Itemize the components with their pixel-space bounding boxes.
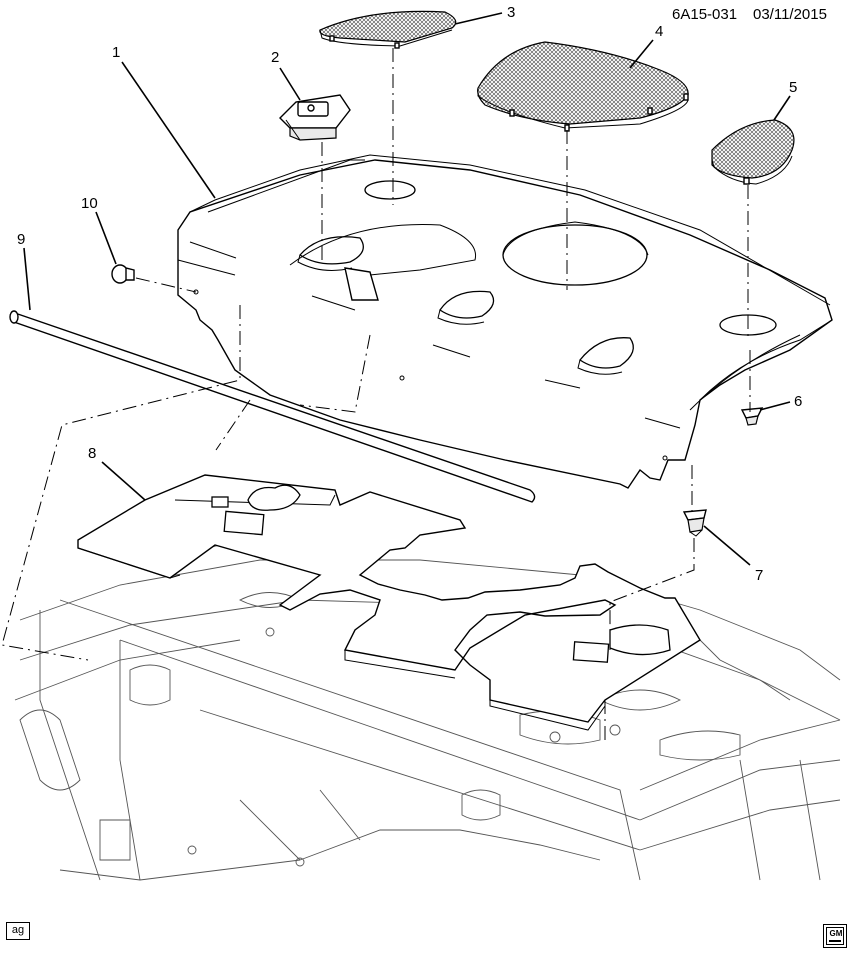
callout-8: 8 <box>88 445 96 462</box>
callout-3: 3 <box>507 4 515 21</box>
callout-7: 7 <box>755 567 763 584</box>
part-10-push-pin <box>111 264 135 284</box>
part-2-module <box>279 94 351 141</box>
part-4-grille <box>477 41 689 132</box>
callout-2: 2 <box>271 49 279 66</box>
callout-9: 9 <box>17 231 25 248</box>
callout-4: 4 <box>655 23 663 40</box>
callout-10: 10 <box>81 195 98 212</box>
vehicle-body-structure <box>14 539 841 881</box>
part-1-rear-shelf <box>177 154 833 489</box>
callout-6: 6 <box>794 393 802 410</box>
part-3-grille <box>319 10 457 49</box>
callout-5: 5 <box>789 79 797 96</box>
assembly-centerlines <box>1 48 751 742</box>
callout-1: 1 <box>112 44 120 61</box>
gm-logo-icon: GM <box>823 924 847 948</box>
leader-lines <box>23 12 791 566</box>
part-5-grille <box>711 119 795 185</box>
gm-logo-text: GM <box>829 929 843 938</box>
part-9-rod <box>9 310 536 503</box>
illustration-code-badge: ag <box>6 922 30 940</box>
part-7-retainer <box>682 509 707 537</box>
diagram-date: 03/11/2015 <box>753 6 827 23</box>
diagram-ref: 6A15-031 <box>672 6 737 23</box>
callout-labels: 1 2 3 4 5 6 7 8 9 10 <box>17 4 802 584</box>
part-6-clip <box>740 407 764 426</box>
part-8-insulator <box>77 474 701 731</box>
